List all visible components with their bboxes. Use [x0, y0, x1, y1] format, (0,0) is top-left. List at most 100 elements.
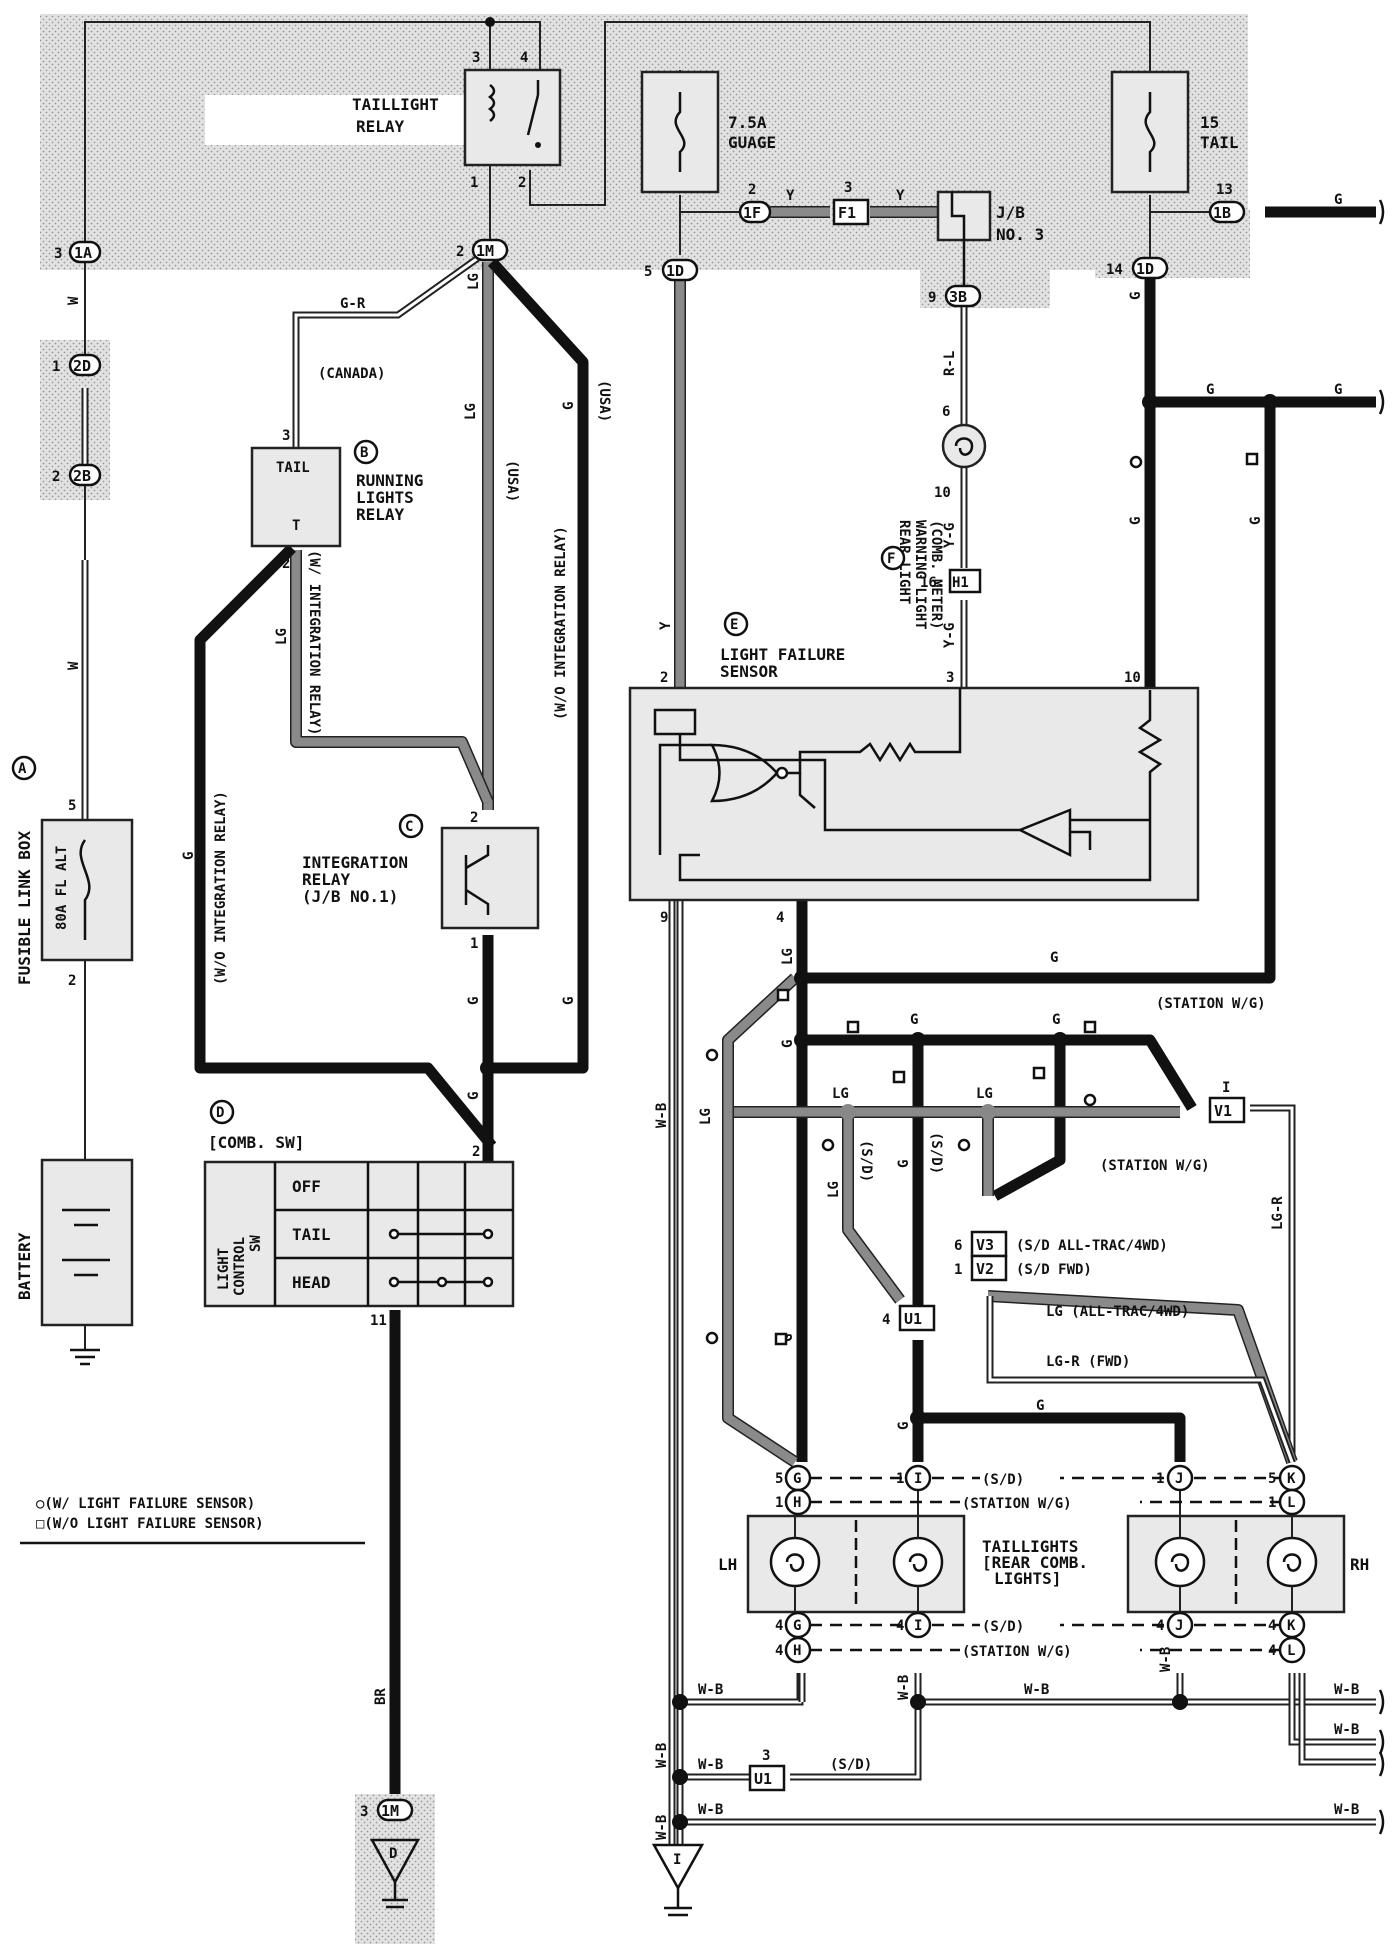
- pin-label: 13: [1216, 182, 1233, 198]
- pin-label: 14: [1106, 262, 1123, 278]
- fusible-link-box-label: FUSIBLE LINK BOX: [15, 831, 34, 985]
- wire-label-lg-alltrac: LG (ALL-TRAC/4WD): [1046, 1304, 1189, 1320]
- legend-with-sensor: ○(W/ LIGHT FAILURE SENSOR): [36, 1496, 255, 1512]
- fusible-link-rating: 80A FL ALT: [54, 846, 70, 930]
- comb-sw-side-2: CONTROL: [232, 1237, 248, 1296]
- v2-note: (S/D FWD): [1016, 1262, 1092, 1278]
- wire-label: G: [896, 1422, 912, 1430]
- lamp-dash-sd: (S/D): [982, 1472, 1024, 1488]
- wire-label: Y: [786, 188, 795, 204]
- wire-label: G: [181, 852, 197, 860]
- wire-label: LG: [274, 628, 290, 645]
- lamp-pin-l: L: [1287, 1495, 1295, 1511]
- pin-label: 1: [1268, 1495, 1276, 1511]
- connector-1f: 1F: [743, 204, 761, 222]
- taillight-lh: LH: [718, 1555, 737, 1574]
- lamp-dash-station-bottom: (STATION W/G): [962, 1644, 1072, 1660]
- pin-label: 2: [470, 810, 478, 826]
- pin-label: 3: [762, 1748, 770, 1764]
- pin-label: 3: [54, 246, 62, 262]
- jb-no3-label: J/B: [996, 203, 1025, 222]
- wire-label-canada: (CANADA): [318, 366, 385, 382]
- taillight-relay: TAILLIGHT RELAY 3 4 1 2: [352, 50, 562, 191]
- wire-label: G: [1050, 950, 1058, 966]
- connector-u1-bottom: U1: [754, 1770, 772, 1788]
- pin-label: 4: [1268, 1618, 1276, 1634]
- lamp-pin-l-bottom: L: [1287, 1643, 1295, 1659]
- wire-label: W-B: [1158, 1647, 1174, 1672]
- running-relay-tail: TAIL: [276, 460, 310, 476]
- wire-label-sd-2: (S/D): [928, 1132, 944, 1174]
- connectors: 1A 3 2D 1 2B 2 1M 2 1D 5 1F 2 F1 3 3B 9 …: [52, 180, 1246, 1944]
- wire-label-sd-3: (S/D): [830, 1757, 872, 1773]
- light-failure-sensor: 2 3 10 4 9 E LIGHT FAILURE SENSOR: [628, 611, 1200, 926]
- wire-label: G: [466, 1092, 482, 1100]
- wire-label-usa: (USA): [504, 460, 520, 502]
- connector-v2: V2: [976, 1260, 994, 1278]
- jb-no3-label-2: NO. 3: [996, 225, 1044, 244]
- lamp-pin-j-bottom: J: [1175, 1618, 1183, 1634]
- connector-v3: V3: [976, 1236, 994, 1254]
- integration-relay-label: INTEGRATION: [302, 853, 408, 872]
- wire-label: W-B: [896, 1675, 912, 1700]
- pin-label: 4: [882, 1312, 890, 1328]
- wire-label: W-B: [1334, 1802, 1359, 1818]
- wire-label: G-R: [340, 296, 366, 312]
- pin-label: 4: [775, 1643, 783, 1659]
- running-relay-label-3: RELAY: [356, 505, 405, 524]
- wire-label: Y-G: [942, 523, 958, 548]
- lamp-pin-i: I: [914, 1471, 922, 1487]
- pin-label: 4: [776, 910, 784, 926]
- wire-label: BR: [373, 1688, 389, 1705]
- lamp-connectors: (S/D) (STATION W/G) (S/D) (STATION W/G) …: [775, 1464, 1306, 1664]
- pin-label: 4: [775, 1618, 783, 1634]
- wire-label: W-B: [1334, 1682, 1359, 1698]
- running-relay-label-2: LIGHTS: [356, 488, 414, 507]
- connector-2b: 2B: [73, 467, 91, 485]
- lamp-pin-i-bottom: I: [914, 1618, 922, 1634]
- wire-label: LG: [826, 1181, 842, 1198]
- connector-1d-right: 1D: [1136, 260, 1154, 278]
- pin-label: 1: [52, 359, 60, 375]
- fuse-tail-name: TAIL: [1200, 133, 1239, 152]
- rear-light-warning: 6 10 REAR LIGHT WARNING LIGHT (COMB. MET…: [880, 404, 987, 630]
- lamp-pin-g: G: [793, 1471, 801, 1487]
- pin-label: 9: [660, 910, 668, 926]
- pin-label: 4: [1156, 1618, 1164, 1634]
- lamp-pin-g-bottom: G: [793, 1618, 801, 1634]
- wire-label: G: [1334, 382, 1342, 398]
- wire-label: G: [466, 997, 482, 1005]
- running-relay-label: RUNNING: [356, 471, 423, 490]
- wire-label: G: [1052, 1012, 1060, 1028]
- pin-label: 1: [470, 175, 478, 191]
- wire-label-lgr-fwd: LG-R (FWD): [1046, 1354, 1130, 1370]
- legend-without-sensor: □(W/O LIGHT FAILURE SENSOR): [36, 1516, 264, 1532]
- wire-label: W-B: [654, 1743, 670, 1768]
- taillights-label: TAILLIGHTS: [982, 1537, 1078, 1556]
- wire-label-sd: (S/D): [858, 1140, 874, 1182]
- wire-label: G: [780, 1040, 796, 1048]
- wire-label: G: [1128, 517, 1144, 525]
- connector-1d-left: 1D: [666, 262, 684, 280]
- wire-label: W-B: [1024, 1682, 1049, 1698]
- connector-1m: 1M: [476, 242, 494, 260]
- rear-warning-label-2: WARNING LIGHT: [912, 520, 928, 630]
- pin-label: 16: [920, 575, 937, 591]
- comb-sw-label: [COMB. SW]: [208, 1133, 304, 1152]
- pin-label: 10: [934, 485, 951, 501]
- wire-label: R-L: [942, 351, 958, 376]
- integration-relay: 2 1 C INTEGRATION RELAY (J/B NO.1): [302, 810, 540, 952]
- pin-label: 3: [946, 670, 954, 686]
- wire-label: LG: [832, 1086, 849, 1102]
- pin-label: 2: [282, 556, 290, 572]
- wire-label: LG: [463, 403, 479, 420]
- pin-label: 2: [660, 670, 668, 686]
- wire-label: G: [561, 402, 577, 410]
- comb-sw-side-3: SW: [248, 1235, 264, 1252]
- pin-label: 2: [456, 244, 464, 260]
- wire-label: G: [1128, 292, 1144, 300]
- connector-1b: 1B: [1213, 204, 1231, 222]
- rear-warning-label-3: (COMB. METER): [928, 520, 944, 630]
- lamp-dash-station: (STATION W/G): [962, 1496, 1072, 1512]
- wire-label: G: [1206, 382, 1214, 398]
